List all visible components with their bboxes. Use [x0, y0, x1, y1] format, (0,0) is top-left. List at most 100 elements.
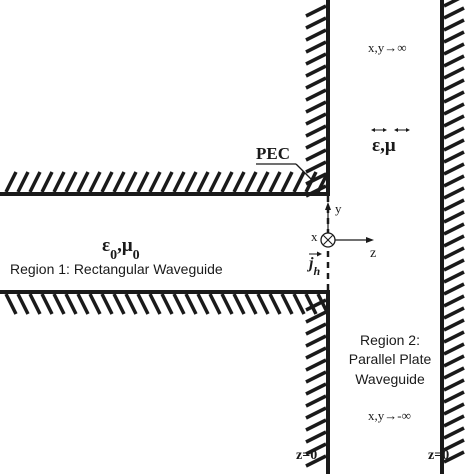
hatch-mark — [220, 171, 234, 193]
hatch-mark — [4, 171, 18, 193]
hatch-mark — [443, 0, 460, 8]
hatch-mark — [305, 334, 327, 348]
hatch-mark — [16, 293, 30, 315]
hatch-mark — [305, 88, 327, 102]
z0-left-label: z=0 — [296, 448, 317, 463]
hatch-mark — [305, 430, 327, 444]
hatch-mark — [305, 136, 327, 150]
hatch-mark — [305, 394, 327, 408]
region2-params-text: ε,μ — [372, 135, 396, 156]
hatch-mark — [443, 78, 465, 92]
pec-label: PEC — [256, 144, 290, 163]
hatch-mark — [136, 171, 150, 193]
hatch-mark — [443, 222, 465, 236]
hatch-mark — [443, 342, 465, 356]
region1-name: Region 1: Rectangular Waveguide — [10, 261, 223, 277]
hatch-mark — [280, 293, 294, 315]
axis-y-label: y — [335, 201, 342, 216]
region1-params: ε0,μ0 — [102, 235, 140, 263]
hatch-mark — [305, 382, 327, 396]
axis-x-label: x — [311, 229, 318, 244]
hatch-mark — [443, 234, 465, 248]
hatch-mark — [160, 293, 174, 315]
hatch-mark — [443, 210, 465, 224]
hatch-mark — [304, 293, 318, 315]
hatch-mark — [443, 354, 465, 368]
hatch-mark — [443, 114, 465, 128]
hatch-mark — [124, 171, 138, 193]
hatch-mark — [124, 293, 138, 315]
hatch-mark — [28, 171, 42, 193]
hatch-mark — [305, 4, 327, 18]
hatch-mark — [88, 171, 102, 193]
hatch-mark — [112, 171, 126, 193]
hatch-mark — [220, 293, 234, 315]
coordinate-axes: y z x — [311, 201, 376, 261]
hatch-mark — [244, 171, 258, 193]
hatch-mark — [305, 406, 327, 420]
hatch-mark — [305, 346, 327, 360]
hatch-mark — [4, 293, 18, 315]
hatch-mark — [305, 52, 327, 66]
hatch-mark — [443, 162, 465, 176]
hatch-mark — [305, 160, 327, 174]
hatch-mark — [64, 171, 78, 193]
hatch-mark — [443, 282, 465, 296]
bottom-limit-label: x,y→-∞ — [368, 408, 411, 423]
hatch-mark — [443, 6, 465, 20]
hatch-mark — [443, 414, 465, 428]
region2-name-line1: Region 2: — [360, 332, 420, 348]
hatch-mark — [443, 90, 465, 104]
hatch-mark — [443, 18, 465, 32]
hatch-mark — [305, 418, 327, 432]
region2-name-line2: Parallel Plate — [349, 351, 432, 367]
hatch-mark — [244, 293, 258, 315]
hatch-mark — [443, 54, 465, 68]
hatch-mark — [40, 171, 54, 193]
hatch-mark — [52, 171, 66, 193]
hatch-mark — [305, 124, 327, 138]
hatch-mark — [443, 30, 465, 44]
hatch-mark — [443, 390, 465, 404]
axis-z-label: z — [370, 246, 376, 261]
hatch-mark — [443, 138, 465, 152]
hatch-mark — [305, 310, 327, 324]
hatch-mark — [305, 172, 327, 186]
hatch-mark — [305, 100, 327, 114]
current-label-text: jh — [306, 255, 320, 278]
hatch-mark — [305, 28, 327, 42]
hatch-mark — [443, 42, 465, 56]
hatch-mark — [208, 171, 222, 193]
hatch-mark — [40, 293, 54, 315]
hatch-mark — [305, 76, 327, 90]
hatch-mark — [305, 358, 327, 372]
hatch-mark — [268, 171, 282, 193]
hatch-mark — [184, 293, 198, 315]
hatch-mark — [292, 171, 306, 193]
hatch-mark — [256, 171, 270, 193]
hatch-mark — [443, 306, 465, 320]
hatch-mark — [88, 293, 102, 315]
hatch-mark — [148, 171, 162, 193]
hatch-mark — [443, 294, 465, 308]
hatch-mark — [100, 293, 114, 315]
y-arrowhead-icon — [325, 202, 331, 210]
hatch-mark — [64, 293, 78, 315]
hatch-mark — [443, 366, 465, 380]
hatch-mark — [443, 426, 465, 440]
hatch-mark — [443, 330, 465, 344]
hatch-mark — [28, 293, 42, 315]
hatch-mark — [305, 454, 327, 468]
hatch-mark — [305, 370, 327, 384]
hatch-mark — [196, 293, 210, 315]
hatch-mark — [443, 438, 465, 452]
hatch-mark — [305, 16, 327, 30]
hatch-mark — [160, 171, 174, 193]
top-limit-label: x,y→∞ — [368, 40, 407, 55]
hatch-mark — [305, 148, 327, 162]
hatch-mark — [292, 293, 306, 315]
current-label: jh — [306, 255, 320, 278]
hatch-mark — [232, 171, 246, 193]
hatch-mark — [443, 102, 465, 116]
